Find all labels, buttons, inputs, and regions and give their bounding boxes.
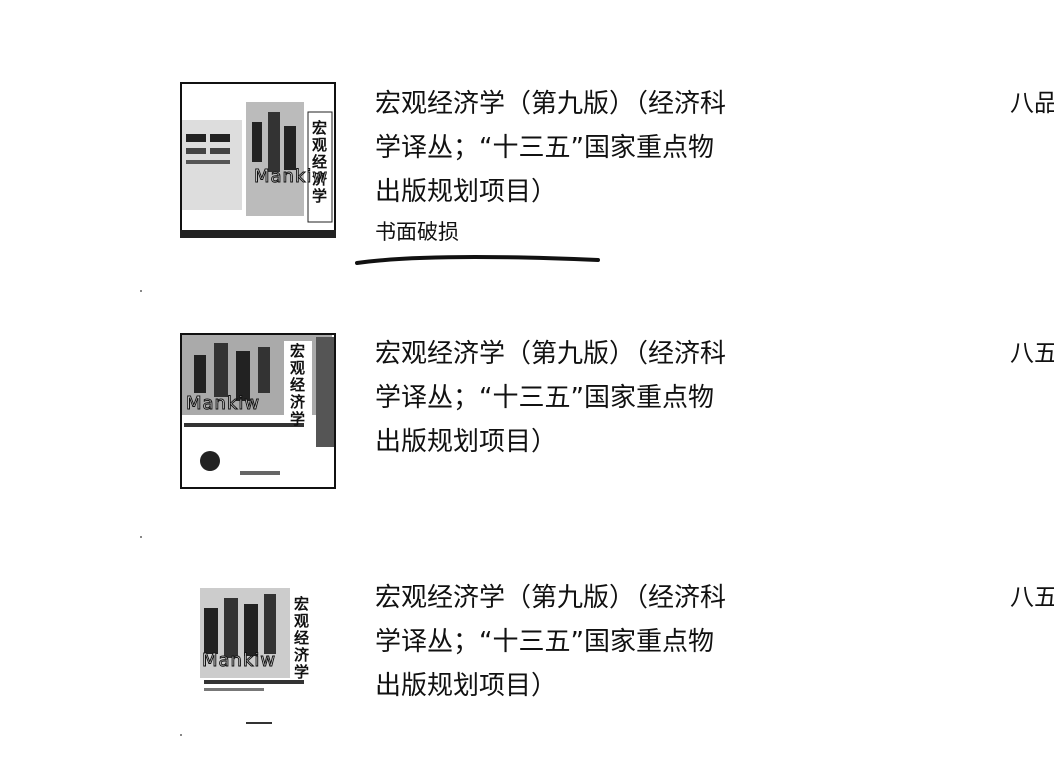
condition-grade: 八五 bbox=[1010, 583, 1054, 611]
listing-title[interactable]: 宏观经济学（第九版）（经济科学译丛；“十三五”国家重点物出版规划项目） bbox=[375, 583, 727, 701]
cover-spine-text: 宏观经济学 bbox=[290, 342, 306, 428]
cover-spine-text: 宏观经济学 bbox=[294, 595, 310, 681]
book-cover-image[interactable]: 宏观经济学 Mankiw bbox=[180, 578, 336, 734]
scan-speck bbox=[140, 536, 142, 538]
condition-grade: 八五 bbox=[1010, 339, 1054, 367]
cover-author-text: Mankiw bbox=[185, 393, 261, 415]
scan-speck bbox=[140, 290, 142, 292]
cover-author-text: Mankiw bbox=[253, 166, 329, 188]
listing-title[interactable]: 宏观经济学（第九版）（经济科学译丛；“十三五”国家重点物出版规划项目） bbox=[375, 89, 727, 207]
cover-spine-text: 宏观经济学 bbox=[312, 119, 328, 205]
listing-title[interactable]: 宏观经济学（第九版）（经济科学译丛；“十三五”国家重点物出版规划项目） bbox=[375, 339, 727, 457]
condition-note: 书面破损 bbox=[375, 220, 459, 244]
underline-mark bbox=[355, 254, 600, 265]
scan-speck bbox=[180, 734, 182, 736]
condition-grade: 八品 bbox=[1010, 89, 1054, 117]
cover-author-text: Mankiw bbox=[201, 650, 277, 672]
book-cover-image[interactable]: 宏观经济学 Mankiw bbox=[180, 82, 336, 238]
book-cover-image[interactable]: 宏观经济学 Mankiw bbox=[180, 333, 336, 489]
